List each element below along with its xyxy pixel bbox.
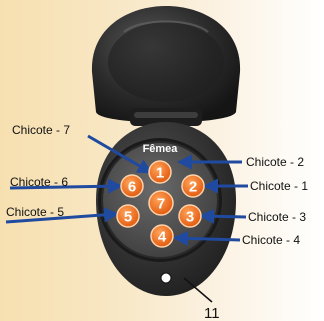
- pin-3: 3: [178, 204, 202, 228]
- arrow-chicote-7: [87, 134, 153, 174]
- pin-1: 1: [148, 160, 172, 184]
- arrow-chicote-3: [199, 208, 247, 224]
- label-chicote-7: Chicote - 7: [12, 123, 70, 137]
- pin-4-number: 4: [158, 229, 167, 246]
- pin-4: 4: [150, 224, 174, 248]
- arrow-chicote-6: [9, 178, 123, 194]
- pin-1-number: 1: [156, 165, 164, 182]
- mounting-hole: [161, 273, 171, 283]
- label-chicote-3: Chicote - 3: [248, 210, 306, 224]
- pin-7: 7: [148, 190, 174, 216]
- label-chicote-5: Chicote - 5: [6, 205, 64, 219]
- wire-arrows: [5, 134, 248, 246]
- label-chicote-1: Chicote - 1: [250, 179, 308, 193]
- part-leader-line: [183, 277, 213, 303]
- connector-hinge: [130, 108, 202, 126]
- pin-2: 2: [181, 174, 205, 198]
- label-chicote-2: Chicote - 2: [246, 155, 304, 169]
- part-number: 11: [204, 305, 220, 321]
- label-chicote-6: Chicote - 6: [10, 175, 68, 189]
- connector-label: Fêmea: [143, 143, 179, 155]
- pins: 1 2 3 4 5 6 7: [116, 160, 205, 248]
- arrow-chicote-5: [5, 207, 119, 224]
- arrow-chicote-4: [173, 230, 241, 246]
- pin-5: 5: [116, 204, 140, 228]
- wire-labels: Chicote - 7 Chicote - 6 Chicote - 5 Chic…: [6, 123, 308, 247]
- pin-3-number: 3: [186, 209, 194, 226]
- pin-5-number: 5: [124, 209, 132, 226]
- pin-6-number: 6: [128, 179, 136, 196]
- part-callout: 11: [183, 277, 220, 321]
- pin-2-number: 2: [189, 179, 197, 196]
- pin-6: 6: [120, 174, 144, 198]
- label-chicote-4: Chicote - 4: [242, 233, 300, 247]
- connector-cap: [91, 6, 241, 123]
- pin-7-number: 7: [157, 196, 165, 213]
